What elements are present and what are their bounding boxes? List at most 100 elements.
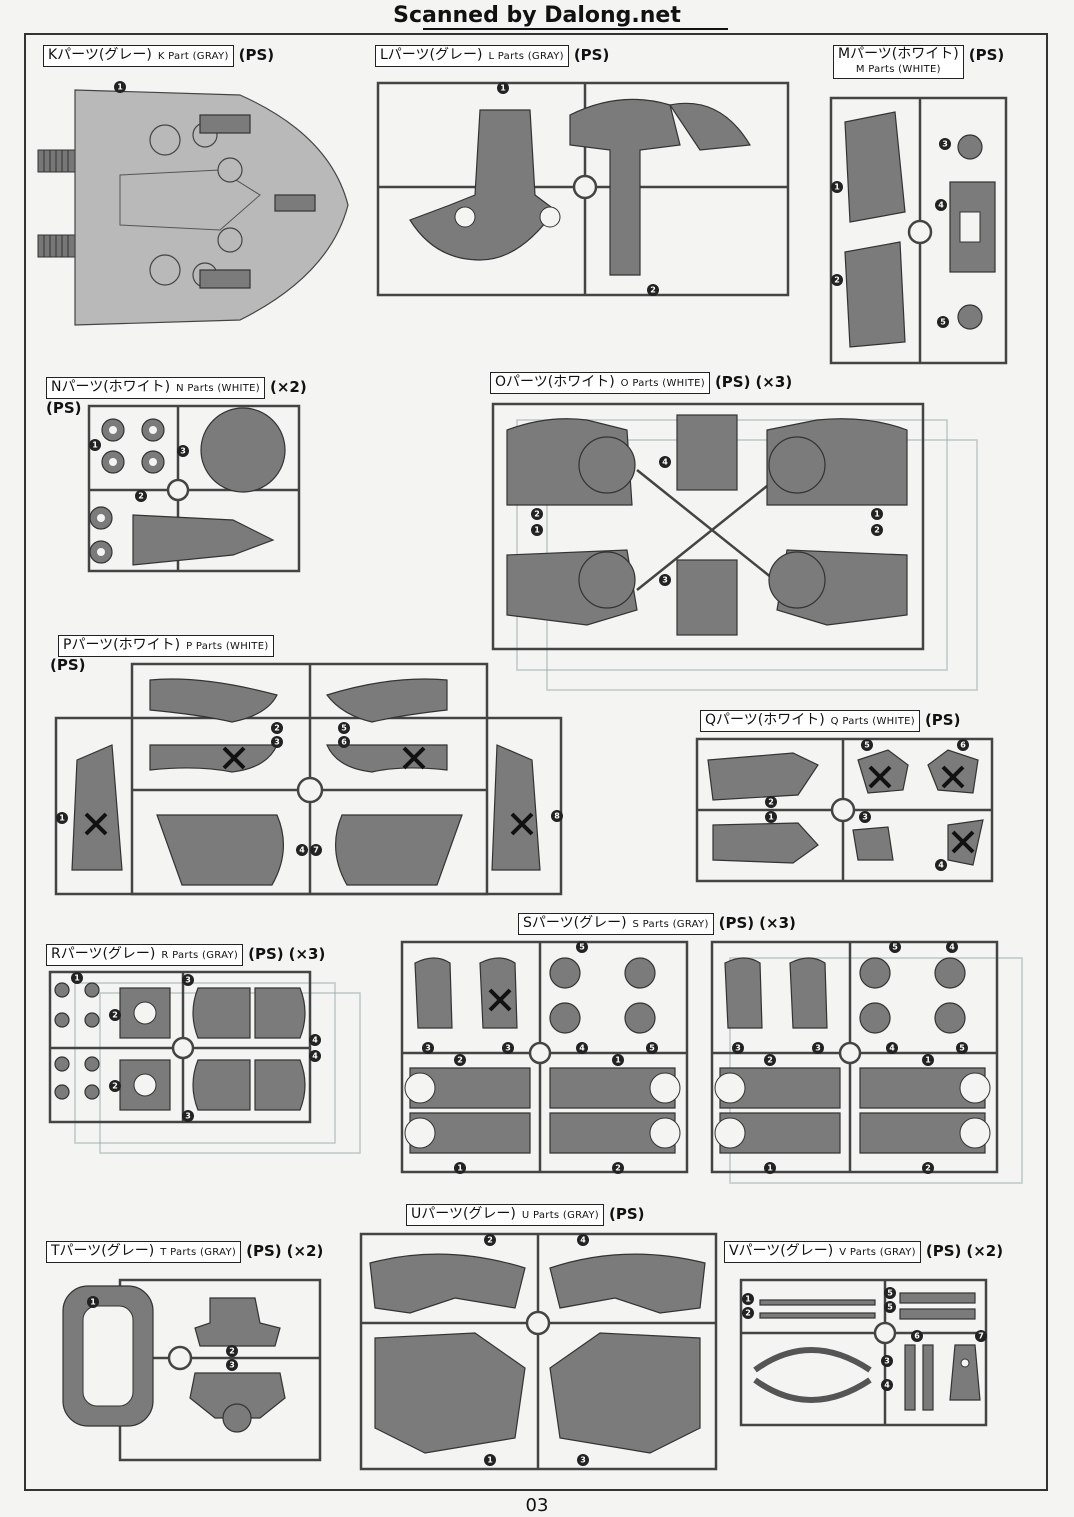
scan-credit-underline	[423, 28, 728, 30]
svg-text:2: 2	[112, 1082, 118, 1091]
svg-text:1: 1	[74, 974, 80, 983]
svg-text:5: 5	[341, 724, 347, 733]
section-v-label: Vパーツ(グレー)V Parts (GRAY) (PS) (×2)	[724, 1241, 1003, 1263]
svg-text:3: 3	[662, 576, 668, 585]
section-l-diagram: 1 2	[376, 81, 790, 297]
part-number-marker	[502, 1042, 514, 1054]
part-number-marker	[551, 810, 563, 822]
svg-text:1: 1	[834, 183, 840, 192]
svg-text:5: 5	[864, 741, 870, 750]
section-r-jp: Rパーツ(グレー)	[51, 946, 156, 962]
part-number-marker	[889, 941, 901, 953]
part-number-marker	[732, 1042, 744, 1054]
section-k-label: Kパーツ(グレー) K Part (GRAY) (PS)	[43, 45, 274, 67]
part-number-marker	[659, 574, 671, 586]
section-r-diagram: 1 2 2 3 3 4 4	[48, 970, 361, 1154]
svg-text:4: 4	[889, 1044, 895, 1053]
part-number-marker	[859, 811, 871, 823]
x-mark-icon	[941, 765, 965, 789]
part-number-marker	[646, 1042, 658, 1054]
part-number-marker	[497, 82, 509, 94]
part-number-marker	[659, 456, 671, 468]
section-r-label: Rパーツ(グレー)R Parts (GRAY) (PS) (×3)	[46, 944, 325, 966]
part-number-marker	[946, 941, 958, 953]
section-k-en: K Part (GRAY)	[157, 51, 229, 62]
part-number-marker	[957, 739, 969, 751]
part-number-marker	[886, 1042, 898, 1054]
svg-text:3: 3	[425, 1044, 431, 1053]
part-number-marker	[271, 722, 283, 734]
section-l-jp: Lパーツ(グレー)	[380, 47, 483, 63]
svg-text:2: 2	[534, 510, 540, 519]
part-number-marker	[577, 1454, 589, 1466]
part-number-marker	[56, 812, 68, 824]
part-number-marker	[226, 1345, 238, 1357]
part-number-marker	[939, 138, 951, 150]
section-r-qty: (×3)	[288, 945, 326, 963]
part-number-marker	[764, 1054, 776, 1066]
part-number-marker	[881, 1379, 893, 1391]
section-o-diagram: 4 3 2 1 1 2	[491, 402, 978, 691]
section-p-material: (PS)	[50, 656, 86, 674]
part-number-marker	[71, 972, 83, 984]
section-n-label: Nパーツ(ホワイト)N Parts (WHITE) (×2)	[46, 377, 307, 399]
part-number-marker	[109, 1080, 121, 1092]
svg-text:6: 6	[341, 738, 347, 747]
section-s-qty: (×3)	[759, 914, 796, 932]
section-o-label: Oパーツ(ホワイト)O Parts (WHITE) (PS) (×3)	[490, 372, 792, 394]
svg-text:3: 3	[580, 1456, 586, 1465]
section-s-diagram-a: 5 3 3 4 5 2 1 1 2	[400, 940, 689, 1174]
svg-text:2: 2	[745, 1309, 751, 1318]
part-number-marker	[422, 1042, 434, 1054]
part-number-marker	[454, 1162, 466, 1174]
section-r-material: (PS)	[248, 945, 284, 963]
svg-text:5: 5	[940, 318, 946, 327]
section-u-label: Uパーツ(グレー)U Parts (GRAY) (PS)	[406, 1204, 645, 1226]
section-o-qty: (×3)	[755, 373, 793, 391]
part-number-marker	[338, 736, 350, 748]
part-number-marker	[647, 284, 659, 296]
section-p-diagram: 2 3 5 6 1 8 4 7	[54, 662, 563, 896]
part-number-marker	[309, 1034, 321, 1046]
page-frame	[24, 33, 1048, 1491]
svg-text:3: 3	[505, 1044, 511, 1053]
section-q-jp: Qパーツ(ホワイト)	[705, 712, 825, 728]
part-number-marker	[226, 1359, 238, 1371]
part-number-marker	[576, 1042, 588, 1054]
svg-text:3: 3	[185, 976, 191, 985]
svg-text:2: 2	[768, 798, 774, 807]
svg-text:1: 1	[534, 526, 540, 535]
part-number-marker	[577, 1234, 589, 1246]
svg-text:1: 1	[767, 1164, 773, 1173]
part-number-marker	[89, 439, 101, 451]
svg-text:6: 6	[914, 1332, 920, 1341]
section-o-material: (PS)	[714, 373, 751, 391]
section-o-jp: Oパーツ(ホワイト)	[495, 374, 615, 390]
section-l-material: (PS)	[573, 46, 610, 64]
svg-text:5: 5	[887, 1289, 893, 1298]
svg-text:1: 1	[92, 441, 98, 450]
section-t-qty: (×2)	[286, 1242, 324, 1260]
section-q-diagram: 2 1 5 6 3 4	[695, 737, 994, 883]
svg-text:4: 4	[579, 1044, 585, 1053]
section-t-label: Tパーツ(グレー)T Parts (GRAY) (PS) (×2)	[46, 1241, 323, 1263]
svg-text:3: 3	[274, 738, 280, 747]
section-k-jp: Kパーツ(グレー)	[48, 47, 152, 63]
x-mark-icon	[510, 812, 534, 836]
svg-text:4: 4	[312, 1036, 318, 1045]
svg-text:3: 3	[862, 813, 868, 822]
section-n-qty: (×2)	[270, 378, 307, 396]
section-n-diagram: 1 2 3	[87, 404, 301, 573]
section-u-jp: Uパーツ(グレー)	[411, 1206, 516, 1222]
svg-text:4: 4	[312, 1052, 318, 1061]
svg-text:2: 2	[650, 286, 656, 295]
section-l-en: L Parts (GRAY)	[488, 51, 564, 62]
svg-text:4: 4	[299, 846, 305, 855]
part-number-marker	[911, 1330, 923, 1342]
svg-text:2: 2	[925, 1164, 931, 1173]
section-m-en: M Parts (WHITE)	[855, 64, 941, 75]
part-number-marker	[871, 524, 883, 536]
section-n-material: (PS)	[46, 399, 82, 417]
section-k-material: (PS)	[238, 46, 275, 64]
section-u-en: U Parts (GRAY)	[521, 1210, 599, 1221]
